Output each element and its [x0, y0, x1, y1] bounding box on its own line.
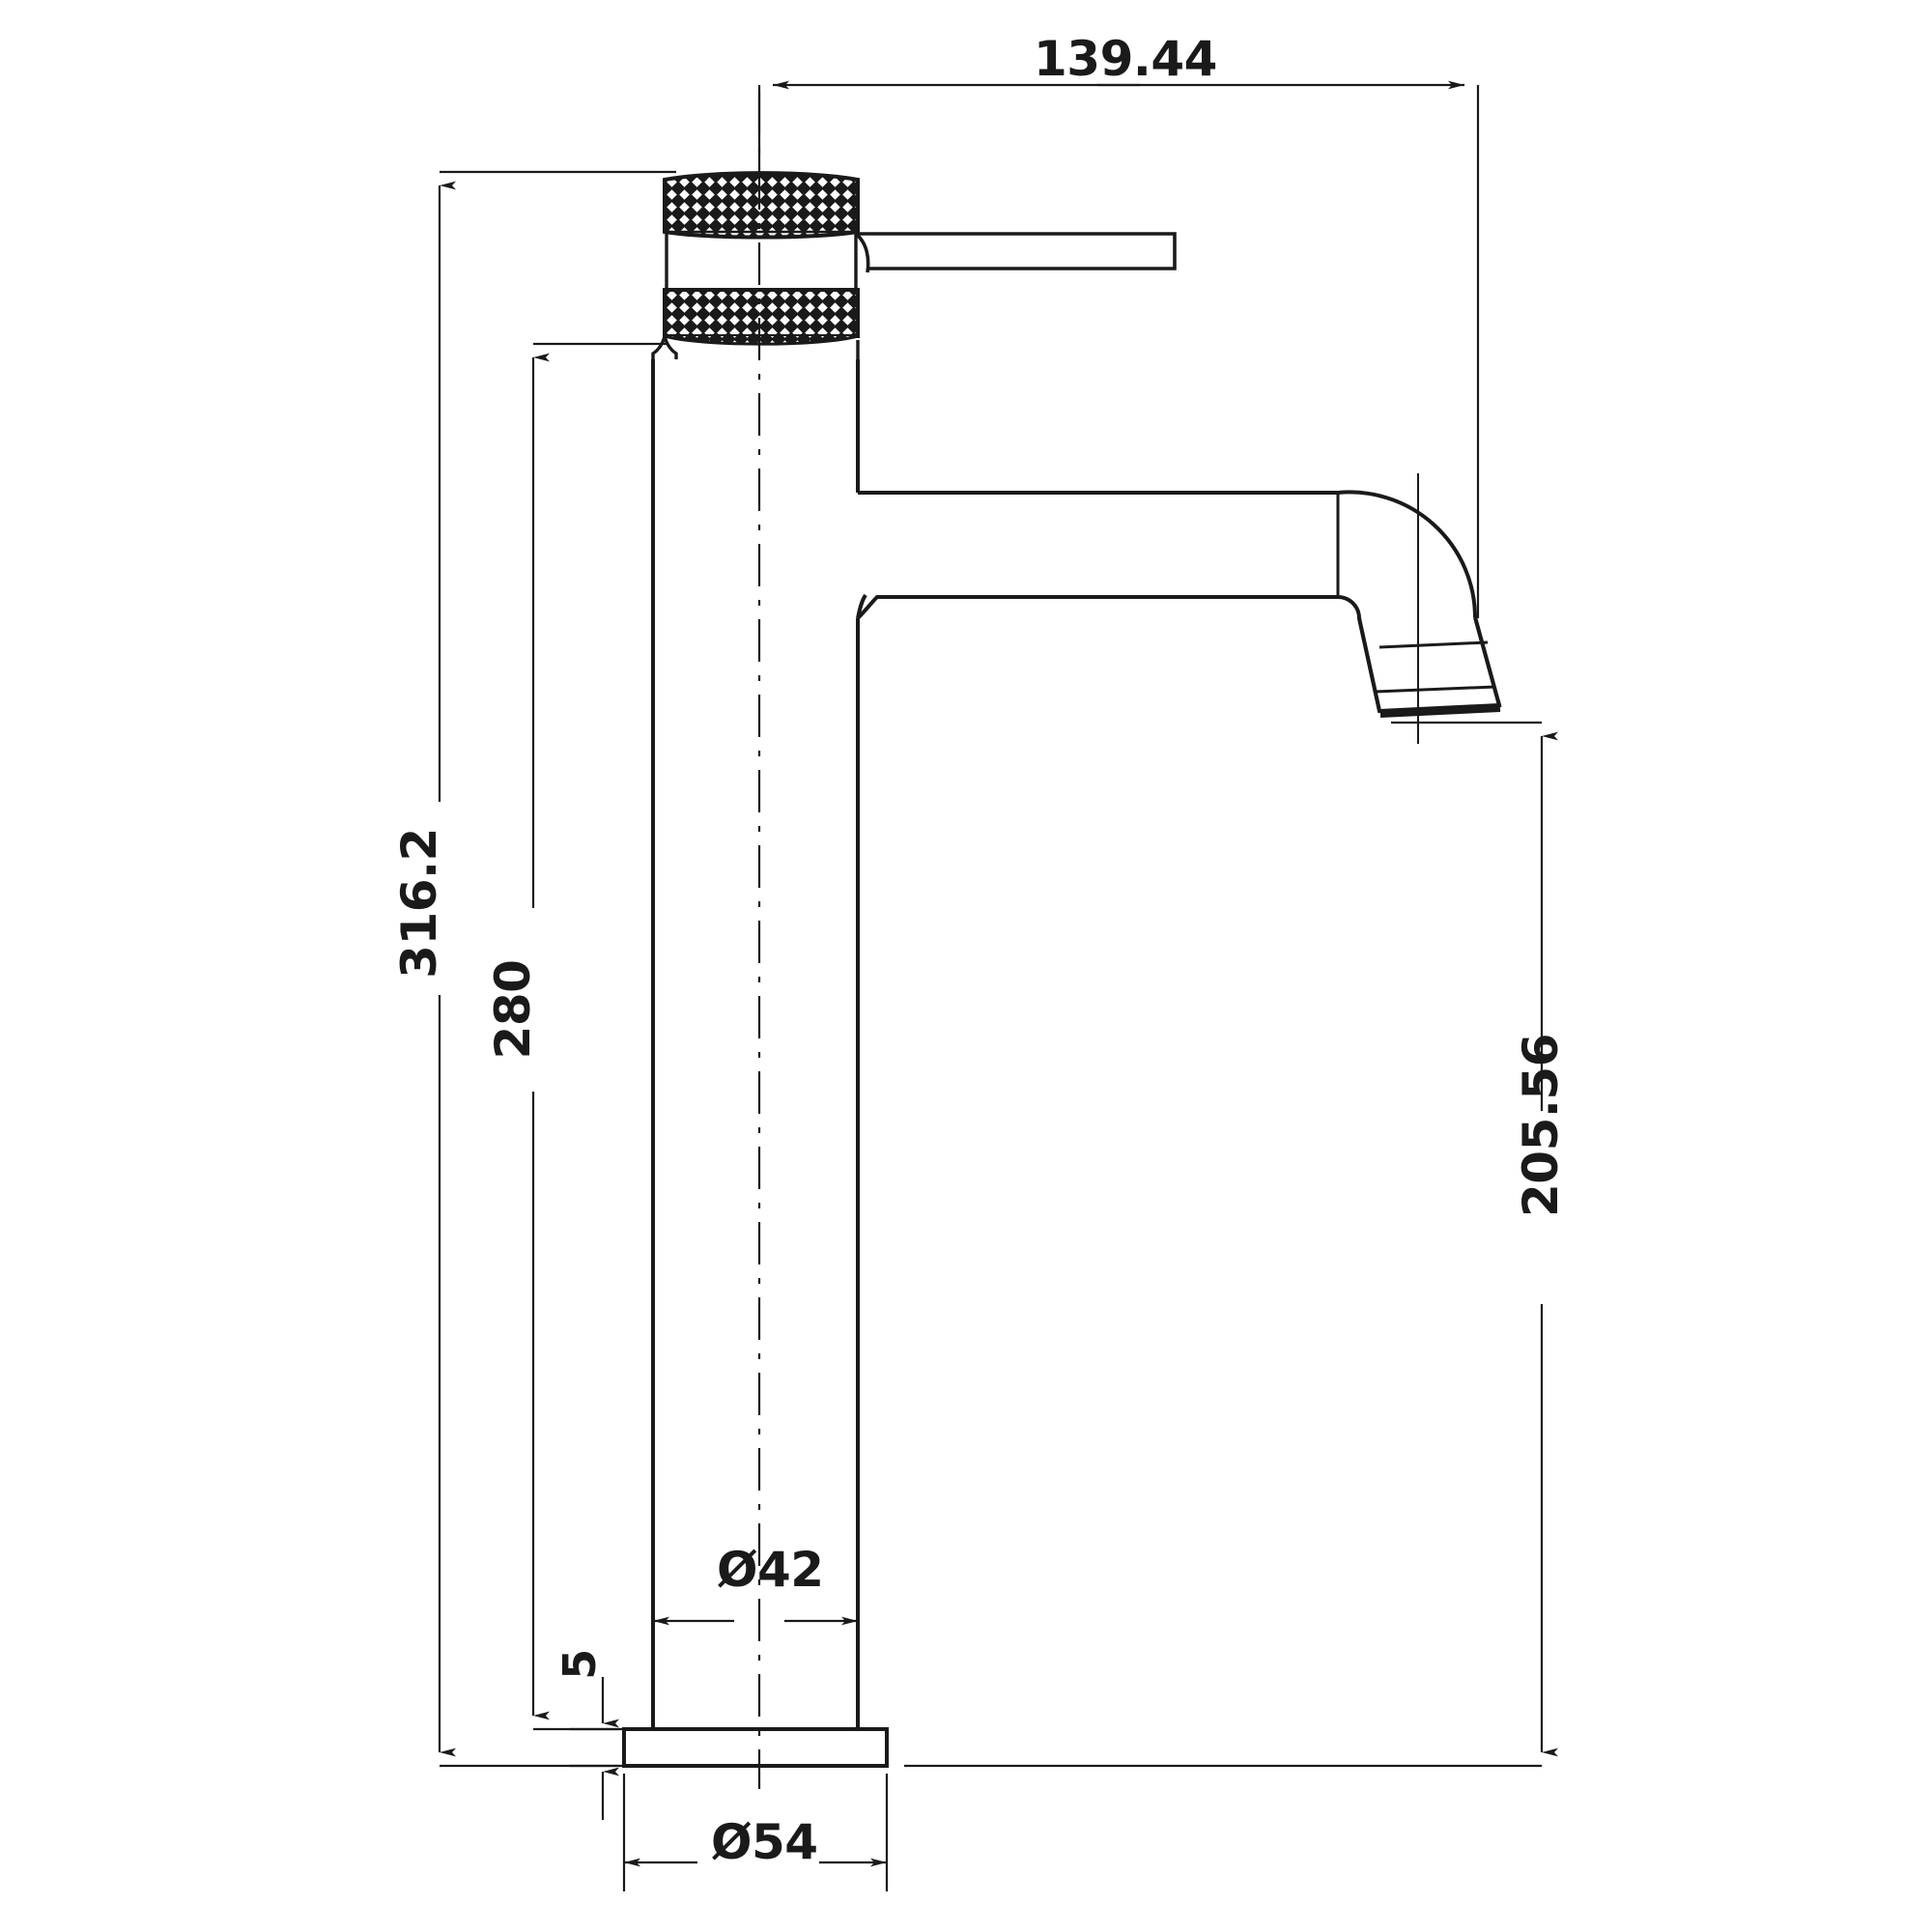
dimension-label-spout-reach: 139.44 — [1034, 31, 1217, 87]
dim-body-height — [531, 342, 667, 1731]
spout-arm — [856, 491, 1340, 620]
dimension-lines — [438, 80, 1558, 1891]
dim-base-thickness — [570, 1677, 626, 1820]
dim-spout-height — [904, 721, 1558, 1768]
dimension-label-overall-height: 316.2 — [391, 828, 447, 979]
dimension-label-base-diameter: Ø54 — [711, 1814, 818, 1870]
neck-taper — [651, 335, 860, 359]
centerline — [757, 92, 1419, 1789]
dim-overall-height — [438, 170, 676, 1768]
dim-body-diameter — [651, 1604, 860, 1642]
lever-arm — [854, 232, 1177, 273]
body-column — [651, 359, 860, 1729]
aerator — [1357, 616, 1502, 718]
dimension-label-spout-height: 205.56 — [1513, 1034, 1569, 1217]
dim-spout-reach — [757, 80, 1480, 618]
knurled-handle-upper — [663, 171, 860, 240]
dimension-label-base-thickness: 5 — [554, 1649, 606, 1680]
base-flange — [622, 1727, 889, 1768]
faucet-geometry — [622, 171, 1502, 1768]
handle-mid-band — [665, 230, 858, 292]
dimension-label-body-diameter: Ø42 — [717, 1542, 824, 1598]
dim-base-diameter — [622, 1774, 889, 1891]
knurled-handle-lower — [663, 288, 860, 346]
dimension-label-body-height: 280 — [485, 959, 541, 1060]
